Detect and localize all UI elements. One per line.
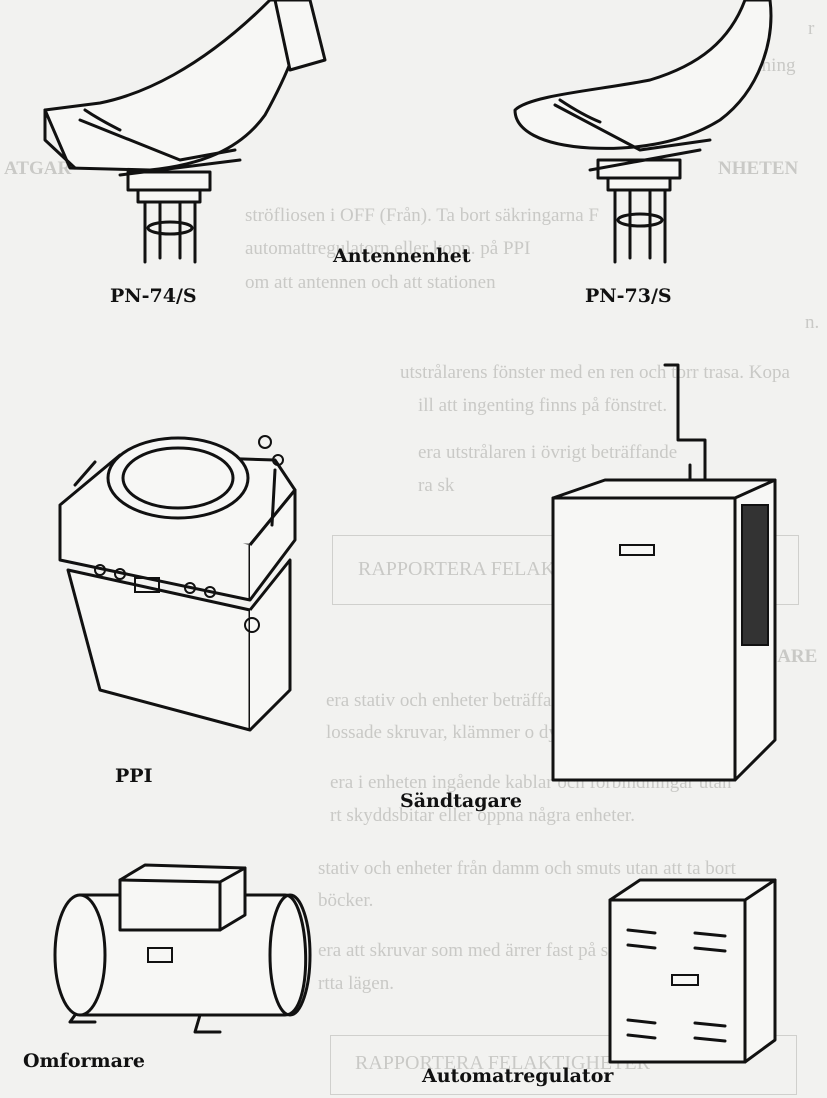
label-omformare: Omformare	[23, 1050, 146, 1072]
ppi-drawing	[58, 435, 297, 732]
automatregulator-drawing	[608, 878, 777, 1064]
antenna-pn73-drawing	[513, 0, 773, 264]
label-pn74: PN-74/S	[110, 285, 197, 307]
bg-notice-box	[330, 1035, 797, 1095]
label-automatregulator: Automatregulator	[422, 1065, 614, 1087]
antenna-pn74-drawing	[43, 0, 327, 264]
label-antennenhet: Antennenhet	[333, 245, 471, 267]
label-pn73: PN-73/S	[585, 285, 672, 307]
label-ppi: PPI	[115, 765, 153, 787]
sandtagare-drawing	[551, 363, 777, 782]
omformare-drawing	[53, 863, 312, 1034]
label-sandtagare: Sändtagare	[400, 790, 522, 812]
